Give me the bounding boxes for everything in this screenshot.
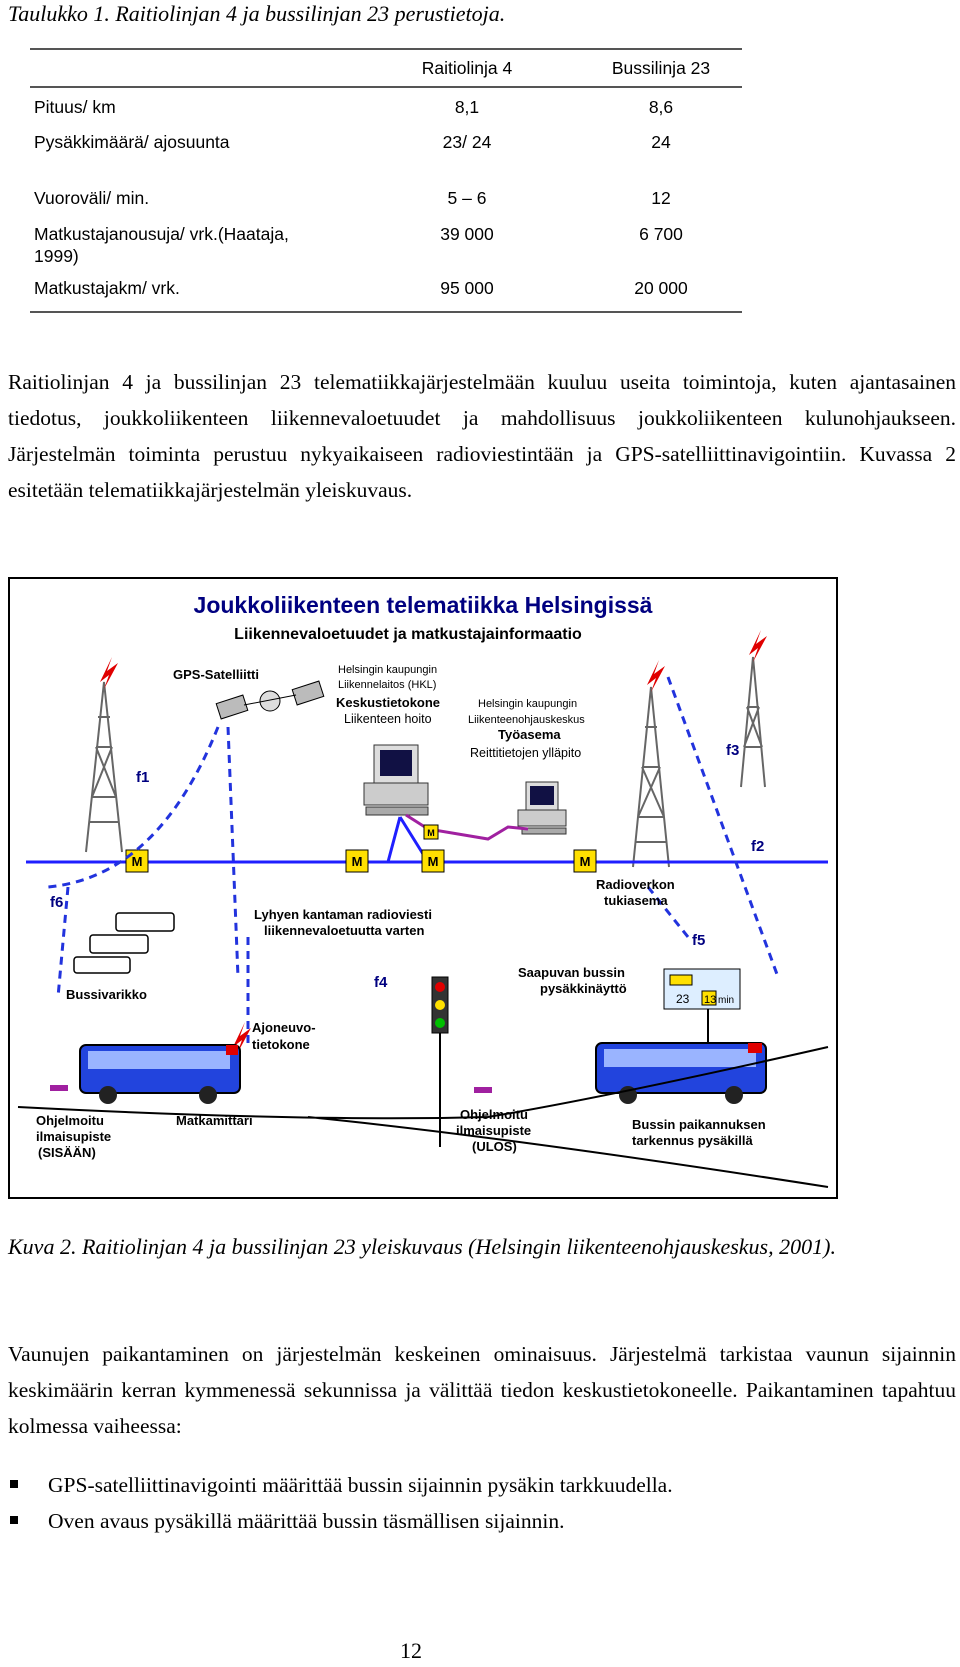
stop-fix-label: Bussin paikannuksen <box>632 1117 766 1132</box>
figure-subtitle: Liikennevaloetuudet ja matkustajainforma… <box>234 626 582 643</box>
modem-label: M <box>428 854 439 869</box>
svg-text:f6: f6 <box>50 894 63 911</box>
radio-base-label: tukiasema <box>604 893 668 908</box>
short-range-label: Lyhyen kantaman radioviesti <box>254 907 432 922</box>
table-row: Matkustajakm/ vrk. 95 000 20 000 <box>30 271 742 313</box>
bus-display-label: Saapuvan bussin <box>518 965 625 980</box>
bullet-square-icon <box>10 1480 18 1488</box>
road-lines <box>17 1046 829 1188</box>
detection-point-icons <box>50 1085 492 1093</box>
bullet-list: GPS-satelliittinavigointi määrittää buss… <box>8 1467 673 1539</box>
cell-value: 95 000 <box>354 271 580 313</box>
hkl-label: Liikennelaitos (HKL) <box>338 679 436 691</box>
svg-text:min: min <box>718 995 734 1006</box>
left-radio-mast-icon <box>85 681 123 853</box>
workstation-label: Työasema <box>498 727 561 742</box>
figure-title: Joukkoliikenteen telematiikka Helsingiss… <box>194 592 653 618</box>
frequency-labels: f1 f2 f3 f4 f5 f6 <box>50 742 764 991</box>
row-label: Matkustajakm/ vrk. <box>30 271 354 313</box>
modem-icons: M M M M M <box>125 824 597 873</box>
cell-value: 8,1 <box>454 97 480 117</box>
gps-satellite-icon <box>215 680 325 720</box>
bus-right-icon <box>595 1042 767 1104</box>
positioning-paragraph: Vaunujen paikantaminen on järjestelmän k… <box>8 1342 956 1438</box>
info-table: Raitiolinja 4 Bussilinja 23 Pituus/ km 8… <box>30 48 742 313</box>
radio-links <box>47 676 780 1047</box>
modem-label: M <box>352 854 363 869</box>
cell-value: 20 000 <box>580 271 742 313</box>
cell-value: 24 <box>651 132 671 152</box>
bus-left-icon <box>79 1044 241 1104</box>
odometer-label: Matkamittari <box>176 1113 253 1128</box>
stop-display-icon: 23 13 min <box>663 968 741 1077</box>
traffic-light-icon <box>431 976 449 1147</box>
modem-label: M <box>580 854 591 869</box>
svg-text:f1: f1 <box>136 769 149 786</box>
khk-label: Helsingin kaupungin <box>478 698 577 710</box>
bus-display-label: pysäkkinäyttö <box>540 981 627 996</box>
table-row: Vuoroväli/ min. 5 – 6 12 <box>30 179 742 215</box>
list-item: Oven avaus pysäkillä määrittää bussin tä… <box>8 1503 673 1539</box>
depot-label: Bussivarikko <box>66 987 147 1002</box>
onboard-computer-label: tietokone <box>252 1037 310 1052</box>
khk-label: Liikenteenohjauskeskus <box>468 714 585 726</box>
modem-label: M <box>427 828 435 838</box>
detection-point-in-label: ilmaisupiste <box>36 1129 111 1144</box>
bullet-square-icon <box>10 1516 18 1524</box>
workstation-computer-icon <box>517 781 567 835</box>
list-item: GPS-satelliittinavigointi määrittää buss… <box>8 1467 673 1503</box>
table-row: Pysäkkimäärä/ ajosuunta 23/ 24 24 <box>30 123 742 179</box>
onboard-computer-label: Ajoneuvo- <box>252 1020 316 1035</box>
intro-paragraph: Raitiolinjan 4 ja bussilinjan 23 telemat… <box>8 370 956 502</box>
radio-base-label: Radioverkon <box>596 877 675 892</box>
svg-text:f2: f2 <box>751 838 764 855</box>
table-caption: Taulukko 1. Raitiolinjan 4 ja bussilinja… <box>8 1 506 26</box>
row-label: Vuoroväli/ min. <box>34 188 150 208</box>
row-label: Pysäkkimäärä/ ajosuunta <box>34 132 230 152</box>
row-label: Pituus/ km <box>34 97 116 117</box>
hkl-label: Helsingin kaupungin <box>338 664 437 676</box>
cell-value: 8,6 <box>648 97 674 117</box>
radio-bolt-icons <box>100 630 767 1054</box>
svg-text:13: 13 <box>704 994 716 1006</box>
column-header: Raitiolinja 4 <box>354 48 580 88</box>
figure-frame <box>8 577 838 1199</box>
page-number: 12 <box>400 1638 422 1663</box>
cell-value: 39 000 <box>440 224 494 244</box>
detection-point-out-label: ilmaisupiste <box>456 1123 531 1138</box>
cell-value: 6 700 <box>639 224 683 244</box>
central-computer-icon <box>363 744 429 816</box>
right-radio-mast-icon <box>740 656 766 788</box>
row-label: Matkustajanousuja/ vrk.(Haataja, 1999) <box>34 224 289 266</box>
detection-point-out-label: (ULOS) <box>472 1139 517 1154</box>
hkl-computer-label: Keskustietokone <box>336 695 440 710</box>
center-radio-mast-icon <box>632 686 670 868</box>
modem-label: M <box>132 854 143 869</box>
svg-text:f4: f4 <box>374 974 388 991</box>
detection-point-in-label: Ohjelmoitu <box>36 1113 104 1128</box>
hkl-sub-label: Liikenteen hoito <box>344 712 432 726</box>
svg-text:f3: f3 <box>726 742 739 759</box>
detection-point-in-label: (SISÄÄN) <box>38 1145 96 1160</box>
telematics-diagram: Joukkoliikenteen telematiikka Helsingiss… <box>8 577 838 1199</box>
table-row: Pituus/ km 8,1 8,6 <box>30 87 742 123</box>
table-header-row: Raitiolinja 4 Bussilinja 23 <box>30 48 742 88</box>
cell-value: 23/ 24 <box>442 132 492 152</box>
link-line <box>405 813 529 841</box>
figure-caption: Kuva 2. Raitiolinjan 4 ja bussilinjan 23… <box>8 1234 836 1259</box>
gps-label: GPS-Satelliitti <box>173 667 259 682</box>
svg-text:f5: f5 <box>692 932 705 949</box>
stop-fix-label: tarkennus pysäkillä <box>632 1133 753 1148</box>
depot-bus-icons <box>73 912 175 974</box>
cell-value: 12 <box>651 188 671 208</box>
svg-text:23: 23 <box>676 992 690 1006</box>
workstation-sub-label: Reittitietojen ylläpito <box>470 746 581 760</box>
short-range-label: liikennevaloetuutta varten <box>264 923 424 938</box>
column-header: Bussilinja 23 <box>580 48 742 88</box>
detection-point-out-label: Ohjelmoitu <box>460 1107 528 1122</box>
table-row: Matkustajanousuja/ vrk.(Haataja, 1999) 3… <box>30 215 742 271</box>
cell-value: 5 – 6 <box>447 188 487 208</box>
